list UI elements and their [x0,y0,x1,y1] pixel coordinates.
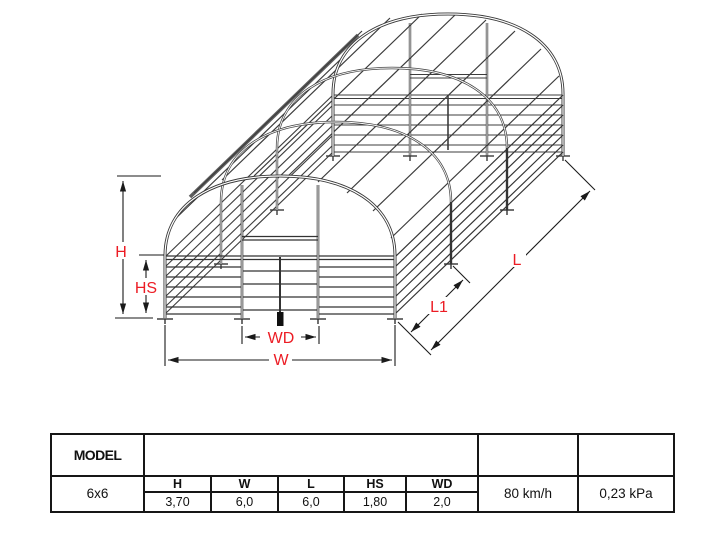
front-base-plates [157,318,403,324]
wind-header-spacer-cell [477,433,579,477]
model-value-cell: 6x6 [50,475,145,513]
front-right-panel [318,266,395,315]
snow-rating-cell: 0,23 kPa [577,475,675,513]
spec-table: MODEL 6x6 H W L HS WD 80 km/h 0,23 kPa 3… [50,433,675,513]
dim-label-h: H [115,244,127,261]
dims-header-spacer-cell [143,433,479,477]
dimension-labels: H HS WD W L1 L [111,242,526,369]
front-left-panel [165,266,242,315]
dim-value-wd: 2,0 [405,491,479,513]
front-arch [163,174,397,318]
dim-label-hs: HS [135,280,157,297]
model-header-cell: MODEL [50,433,145,477]
dim-header-l: L [277,475,345,493]
wind-rating-cell: 80 km/h [477,475,579,513]
dim-label-wd: WD [268,330,295,347]
hoop-shelter-isometric-drawing: H HS WD W L1 L [111,12,596,369]
dim-header-w: W [210,475,279,493]
dim-value-hs: 1,80 [343,491,407,513]
dim-value-l: 6,0 [277,491,345,513]
dim-label-w: W [273,352,289,369]
dim-header-h: H [143,475,212,493]
arch-frames [219,12,565,264]
dim-header-hs: HS [343,475,407,493]
dim-header-wd: WD [405,475,479,493]
door-gate [242,257,318,326]
dim-label-l: L [513,252,522,269]
dim-value-w: 6,0 [210,491,279,513]
dim-label-l1: L1 [430,299,448,316]
front-end-wall [157,185,403,326]
snow-header-spacer-cell [577,433,675,477]
dim-value-h: 3,70 [143,491,212,513]
dim-line-l [430,190,591,351]
door-ground-anchor [277,312,284,326]
right-side-wall-panels [394,94,564,315]
